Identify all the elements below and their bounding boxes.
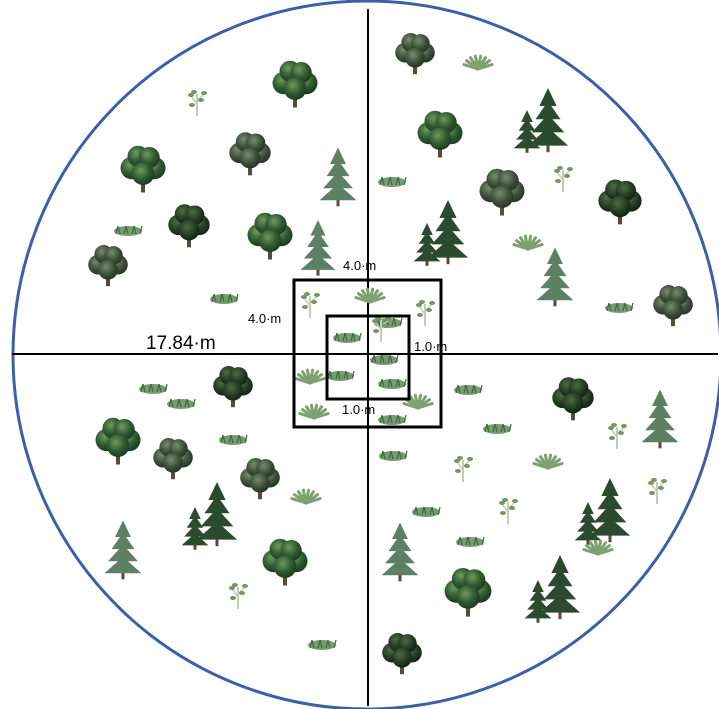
grass-tuft-icon — [412, 506, 441, 517]
inner-square-bottom-label: 1.0·m — [342, 402, 375, 417]
sapling-icon — [454, 456, 473, 482]
grass-tuft-icon — [114, 225, 143, 236]
conifer-tree-icon — [527, 88, 569, 153]
conifer-tree-icon — [104, 520, 142, 580]
fern-icon — [532, 453, 564, 470]
inner-square-right-label: 1.0·m — [414, 339, 447, 354]
fern-icon — [290, 488, 322, 505]
deciduous-tree-icon — [479, 168, 525, 216]
fern-icon — [582, 539, 614, 556]
deciduous-tree-icon — [552, 377, 594, 421]
deciduous-tree-icon — [444, 567, 492, 617]
conifer-tree-icon — [524, 580, 552, 623]
conifer-tree-icon — [196, 482, 238, 547]
deciduous-tree-icon — [240, 458, 280, 500]
grass-tuft-icon — [308, 639, 337, 650]
conifer-tree-icon — [319, 147, 357, 207]
grass-tuft-icon — [378, 378, 407, 389]
deciduous-tree-icon — [168, 204, 210, 248]
sapling-icon — [416, 300, 435, 326]
fern-icon — [402, 393, 434, 410]
deciduous-tree-icon — [247, 212, 293, 260]
fern-icon — [462, 54, 494, 71]
grass-tuft-icon — [605, 302, 634, 313]
sapling-icon — [648, 478, 667, 504]
grass-tuft-icon — [370, 354, 399, 365]
deciduous-tree-icon — [229, 132, 271, 176]
grass-tuft-icon — [454, 384, 483, 395]
fern-icon — [512, 234, 544, 251]
sapling-icon — [608, 423, 627, 449]
sapling-icon — [301, 292, 320, 318]
grass-tuft-icon — [139, 383, 168, 394]
fern-icon — [298, 403, 330, 420]
deciduous-tree-icon — [262, 538, 308, 586]
grass-tuft-icon — [333, 332, 362, 343]
outer-square-top-label: 4.0·m — [343, 258, 376, 273]
deciduous-tree-icon — [95, 417, 141, 465]
conifer-tree-icon — [641, 389, 679, 449]
conifer-tree-icon — [589, 478, 631, 543]
sapling-icon — [499, 498, 518, 524]
grass-tuft-icon — [210, 293, 239, 304]
conifer-tree-icon — [574, 502, 602, 545]
conifer-tree-icon — [427, 200, 469, 265]
inner-subplot-square — [325, 314, 411, 401]
deciduous-tree-icon — [272, 60, 318, 108]
grass-tuft-icon — [219, 434, 248, 445]
deciduous-tree-icon — [395, 33, 435, 75]
grass-tuft-icon — [483, 423, 512, 434]
sapling-icon — [372, 316, 391, 342]
outer-subplot-square — [292, 278, 443, 429]
sapling-icon — [188, 90, 207, 116]
sapling-icon — [229, 583, 248, 609]
deciduous-tree-icon — [598, 179, 642, 225]
fern-icon — [354, 287, 386, 304]
fern-icon — [294, 368, 326, 385]
grass-tuft-icon — [378, 176, 407, 187]
outer-square-left-label: 4.0·m — [248, 311, 281, 326]
deciduous-tree-icon — [382, 633, 422, 675]
deciduous-tree-icon — [213, 366, 253, 408]
grass-tuft-icon — [379, 450, 408, 461]
grass-tuft-icon — [456, 536, 485, 547]
conifer-tree-icon — [413, 223, 441, 266]
deciduous-tree-icon — [120, 145, 166, 193]
grass-tuft-icon — [326, 370, 355, 381]
conifer-tree-icon — [539, 555, 581, 620]
deciduous-tree-icon — [88, 245, 128, 287]
grass-tuft-icon — [378, 414, 407, 425]
conifer-tree-icon — [181, 507, 209, 550]
deciduous-tree-icon — [417, 110, 463, 158]
conifer-tree-icon — [300, 220, 336, 276]
conifer-tree-icon — [381, 522, 419, 582]
conifer-tree-icon — [513, 110, 541, 153]
radius-label: 17.84·m — [146, 333, 216, 354]
deciduous-tree-icon — [653, 285, 693, 327]
deciduous-tree-icon — [153, 438, 193, 480]
vegetation-layer — [88, 33, 693, 675]
conifer-tree-icon — [536, 247, 574, 307]
grass-tuft-icon — [167, 398, 196, 409]
sapling-icon — [554, 166, 573, 192]
